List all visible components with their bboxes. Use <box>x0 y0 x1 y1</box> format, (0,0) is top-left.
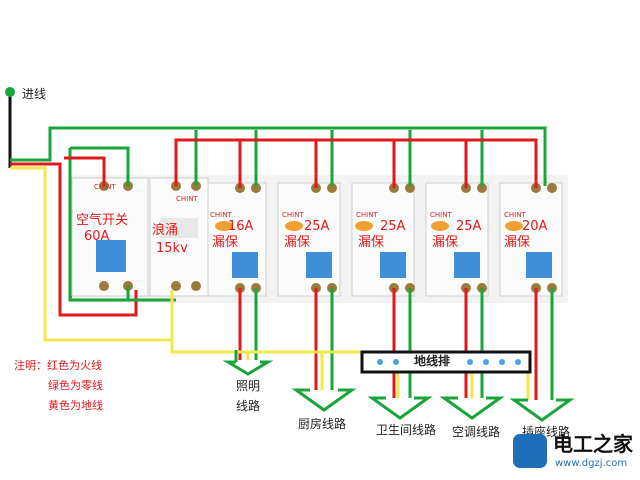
circuit-aircon-label: 空调线路 <box>452 425 501 439</box>
breaker-rcd-4-type: 漏保 <box>432 235 459 250</box>
circuit-arrows <box>222 350 575 422</box>
arrow-bathroom <box>367 396 433 420</box>
logo-url: www.dgzj.com <box>555 458 628 469</box>
brand-mark-3: CHINT <box>210 211 232 219</box>
legend-live: 注明：红色为火线 <box>14 359 102 372</box>
incoming-label: 进线 <box>22 87 47 101</box>
breaker-rcd-1-type: 漏保 <box>212 235 239 250</box>
main-breaker-edge <box>70 296 72 298</box>
breaker-rcd-3-rating: 25A <box>380 219 406 234</box>
breaker-rcd-5-rating: 20A <box>522 219 548 234</box>
brand-mark-2: CHINT <box>176 195 198 203</box>
arrow-socket <box>509 398 575 422</box>
breaker-main-rating: 60A <box>84 229 110 244</box>
breaker-main-name: 空气开关 <box>76 213 129 228</box>
breaker-rcd-2 <box>277 182 341 297</box>
legend-earth: 黄色为地线 <box>48 399 103 412</box>
outgoing-wires <box>238 288 554 400</box>
breaker-rcd-4 <box>425 182 489 297</box>
earth-wires <box>170 290 530 400</box>
live-bus <box>64 138 538 188</box>
breaker-main <box>71 177 149 297</box>
incoming-wires <box>5 87 547 342</box>
brand-mark-4: CHINT <box>282 211 304 219</box>
breaker-surge <box>149 177 209 297</box>
logo-name: 电工之家 <box>553 432 633 456</box>
arrow-aircon <box>439 396 505 420</box>
brand-mark-1: CHINT <box>94 183 116 191</box>
ground-bar-label: 地线排 <box>414 354 451 368</box>
circuit-bathroom-label: 卫生间线路 <box>376 423 437 437</box>
circuit-lighting-label-1: 照明 <box>236 379 261 393</box>
breaker-rcd-2-rating: 25A <box>304 219 330 234</box>
breaker-rcd-5 <box>499 182 563 297</box>
breaker-surge-rating: 15kv <box>156 241 188 256</box>
circuit-lighting-label-2: 线路 <box>236 399 261 413</box>
circuit-kitchen-label: 厨房线路 <box>298 417 347 431</box>
breaker-rcd-1-rating: 16A <box>228 219 254 234</box>
brand-mark-7: CHINT <box>504 211 526 219</box>
logo-icon <box>513 434 547 468</box>
arrow-lighting <box>222 350 274 376</box>
breaker-surge-name: 浪涌 <box>152 223 179 238</box>
breaker-rcd-2-type: 漏保 <box>284 235 311 250</box>
brand-mark-6: CHINT <box>430 211 452 219</box>
breaker-rcd-5-type: 漏保 <box>504 235 531 250</box>
site-logo: 电工之家 www.dgzj.com <box>505 430 635 476</box>
legend-neutral: 绿色为零线 <box>48 379 103 392</box>
breaker-rcd-4-rating: 25A <box>456 219 482 234</box>
breaker-rcd-3-type: 漏保 <box>358 235 385 250</box>
ground-bar <box>360 350 532 374</box>
arrow-kitchen <box>291 388 357 412</box>
brand-mark-5: CHINT <box>356 211 378 219</box>
